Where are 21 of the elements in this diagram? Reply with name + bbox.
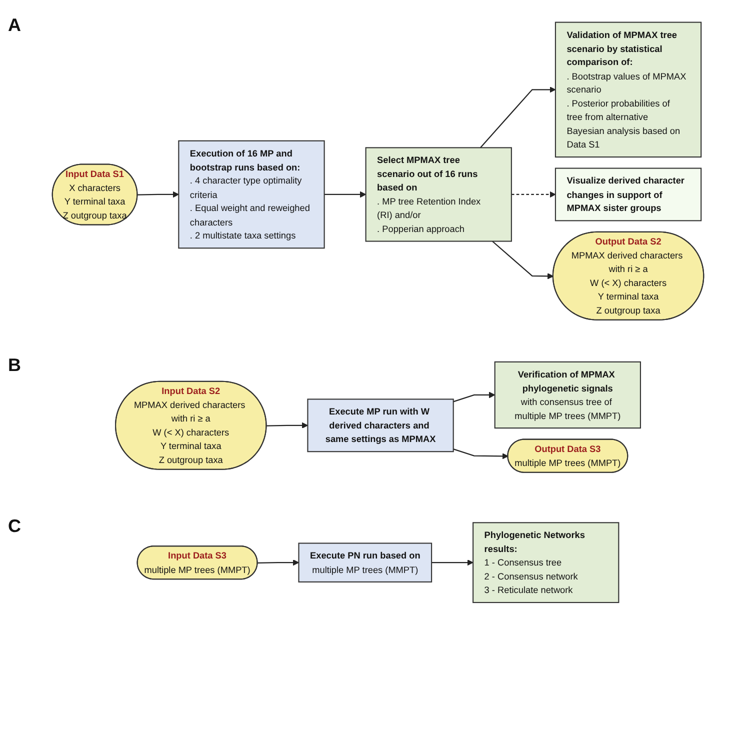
arrow <box>492 240 554 280</box>
arrow <box>480 86 556 148</box>
arrow <box>258 559 300 566</box>
node-box: Validation of MPMAX tree scenario by statistical comparison of: . Bootstrap values of MPMAX scenario . Posterior probabilities of tree from alternative Bayesian analysis based on Data S1 <box>554 22 702 158</box>
arrow <box>453 392 496 402</box>
node-box: Phylogenetic Networks results: 1 - Consensus tree 2 - Consensus network 3 - Reticulate network <box>472 522 620 604</box>
panel-letter: C <box>8 516 21 535</box>
node-box: Visualize derived character changes in support of MPMAX sister groups <box>554 168 702 222</box>
node-box: Select MPMAX tree scenario out of 16 runs based on . MP tree Retention Index (RI) and/or . Popperian approach <box>365 147 512 242</box>
arrow <box>324 191 366 198</box>
arrow <box>432 559 474 566</box>
arrow <box>138 191 179 198</box>
node-box: Execution of 16 MP and bootstrap runs based on: . 4 character type optimality criteria . Equal weight and reweighed characters . 2 multistate taxa settings <box>178 140 325 249</box>
panel-letter: B <box>8 356 21 374</box>
node-box: Execute MP run with W derived characters and same settings as MPMAX <box>307 398 454 452</box>
arrow <box>266 422 308 428</box>
node-box: Execute PN run based on multiple MP trees (MMPT) <box>298 542 432 582</box>
arrow <box>511 191 556 198</box>
panel-letter: A <box>8 16 21 34</box>
arrow <box>453 448 508 460</box>
node-box: Verification of MPMAX phylogenetic signals with consensus tree of multiple MP trees (MMPT) <box>494 361 641 429</box>
